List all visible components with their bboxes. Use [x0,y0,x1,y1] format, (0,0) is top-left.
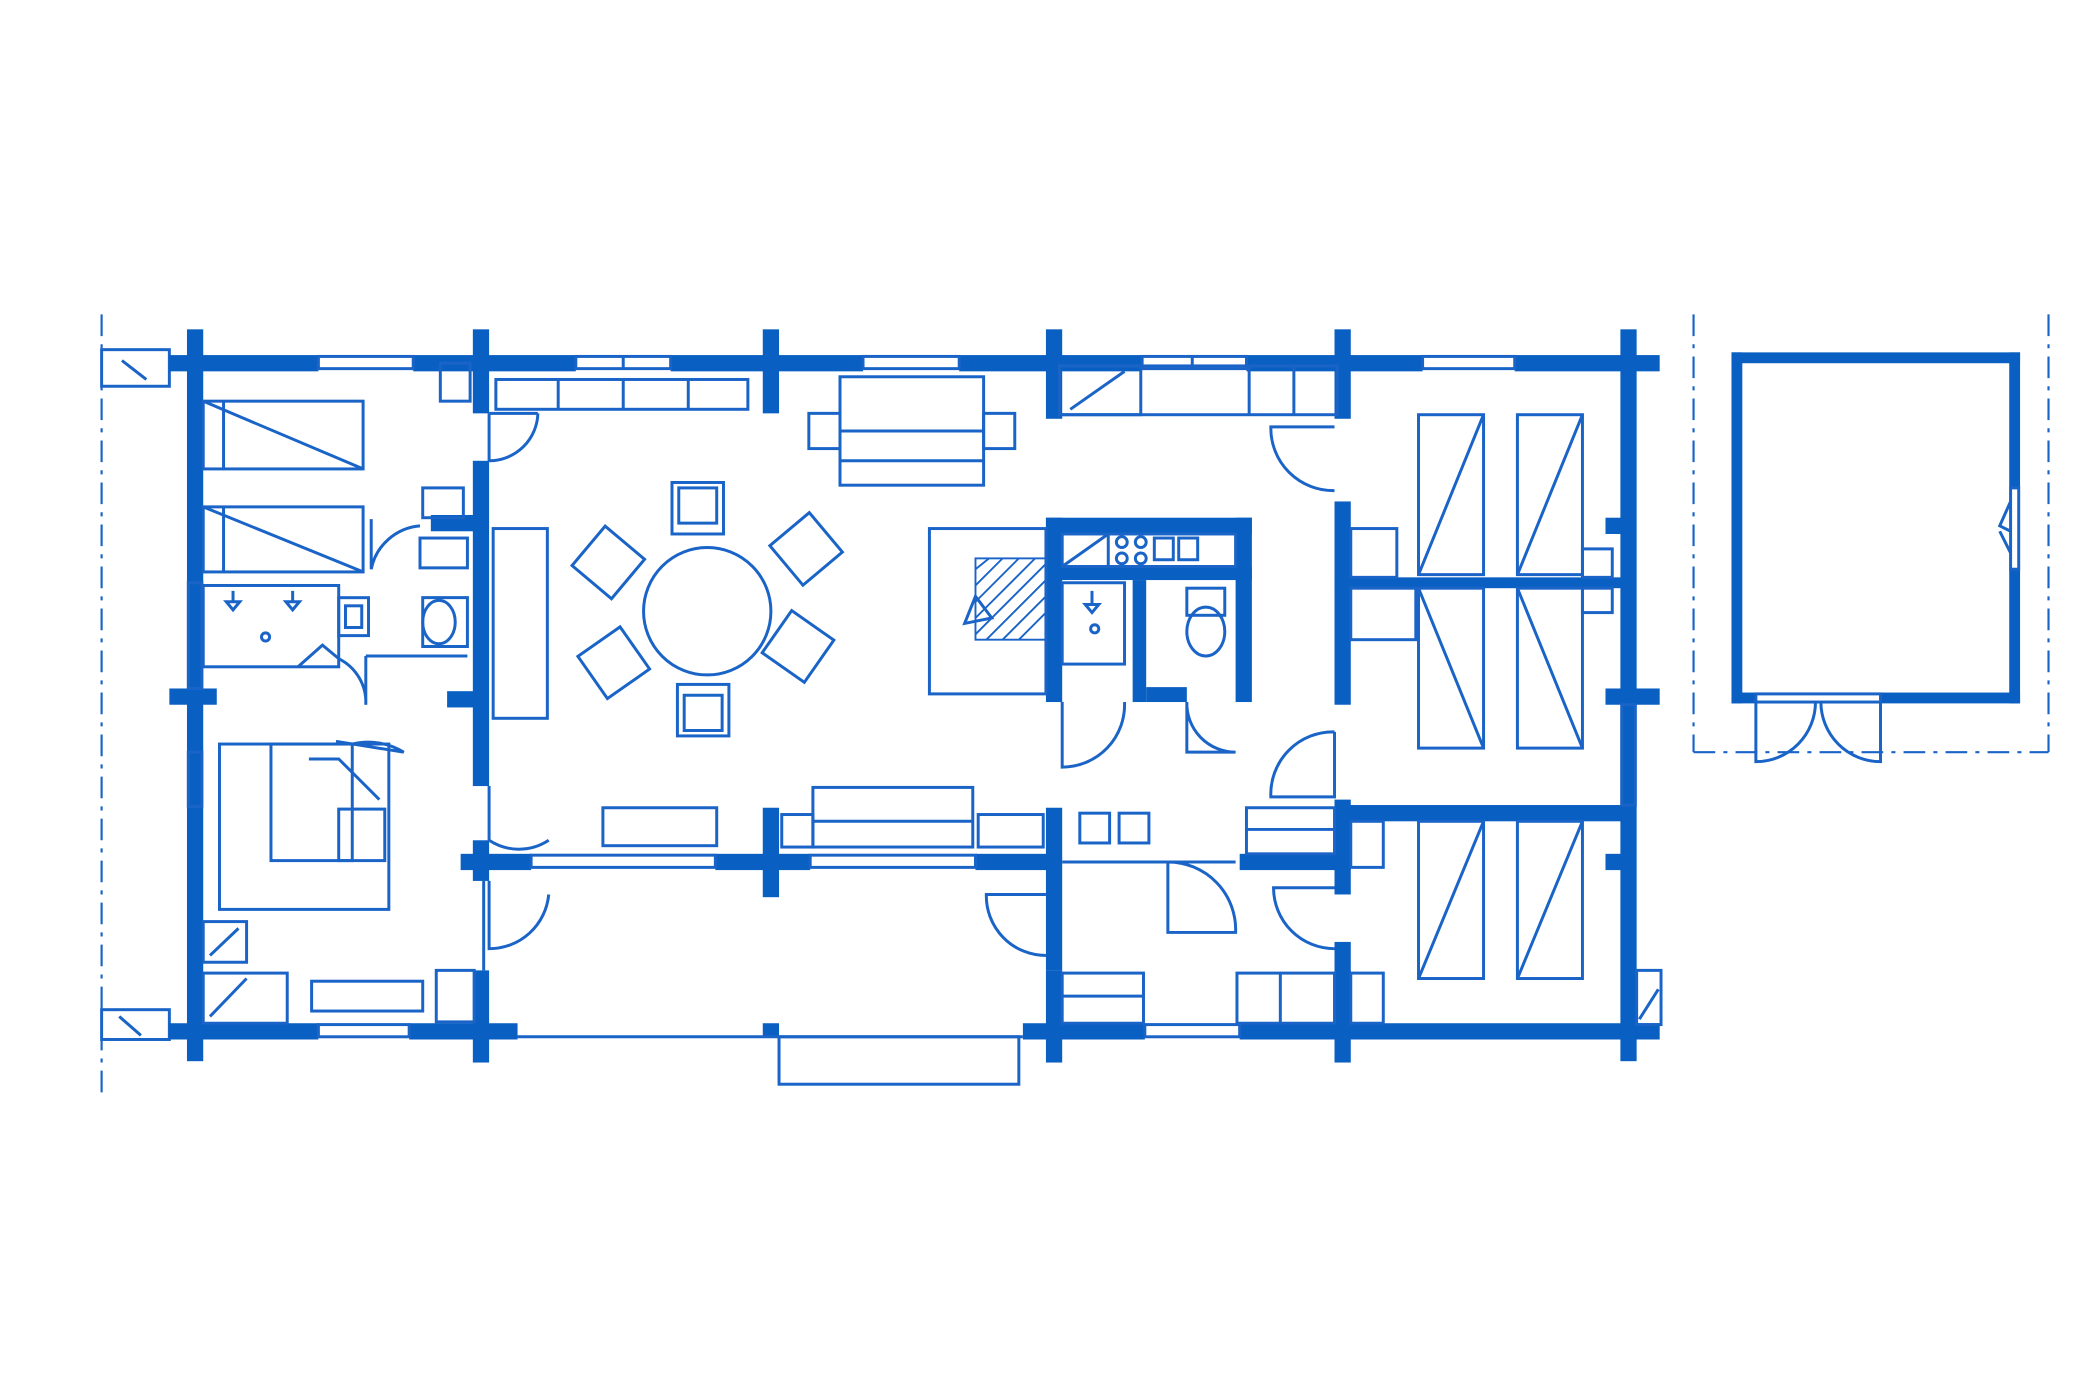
storage-building [1731,352,2021,764]
bedroom-3 [1349,413,1614,579]
bedroom-2 [201,742,476,1025]
kitchen [1057,364,1339,568]
bedroom-1 [201,361,472,574]
living-dining [491,375,1048,849]
property-boundary [100,314,2050,1101]
bedroom-5 [1349,819,1663,1027]
terrace-steps [100,348,171,1041]
windows [186,354,1637,1039]
interior-walls [430,460,1626,975]
doors [335,411,1337,957]
exterior-walls [169,329,1660,1062]
bathroom-1 [201,536,469,669]
bedroom-4 [1349,586,1614,750]
posts [169,329,1660,1063]
terrace [482,880,1023,1086]
bathroom-2 [1060,581,1227,666]
hall-entry [1060,806,1337,1025]
